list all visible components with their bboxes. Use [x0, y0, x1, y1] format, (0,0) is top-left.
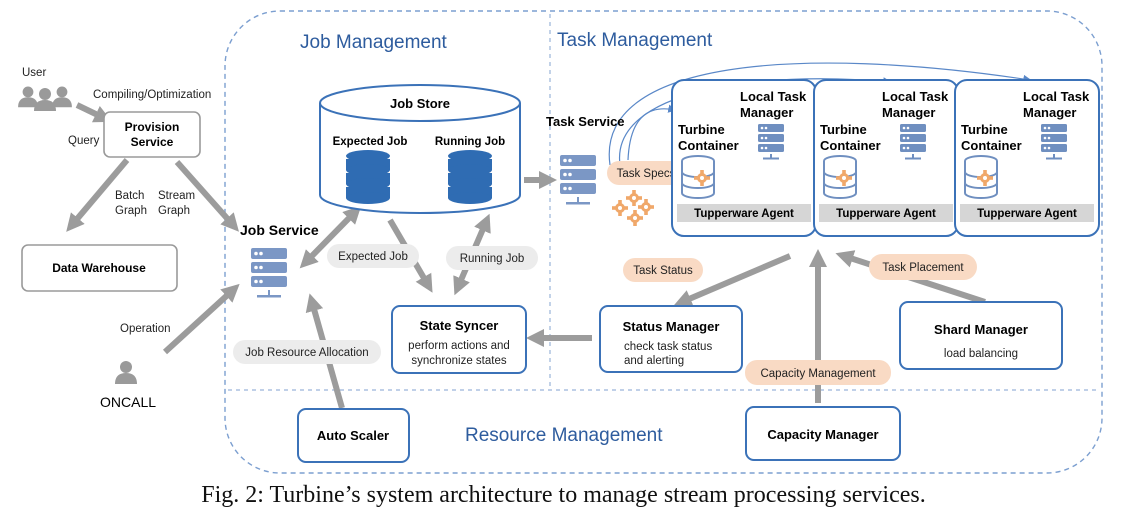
- local-task-manager-label-2: Manager: [740, 105, 793, 120]
- job-resource-allocation-pill-label: Job Resource Allocation: [245, 347, 368, 359]
- arrow-jobservice-jobstore: [299, 205, 362, 269]
- taskspec-arrow-3: [627, 104, 677, 161]
- turbine-container-label-1: Turbine: [961, 122, 1008, 137]
- local-task-manager-label-1: Local Task: [740, 89, 807, 104]
- outer-region: [224, 10, 1103, 474]
- expected-job-db-label: Expected Job: [333, 136, 408, 148]
- tupperware-agent-bar: [819, 204, 953, 222]
- running-job-pill-label: Running Job: [460, 253, 525, 265]
- turbine-container-label-2: Container: [820, 138, 881, 153]
- task-service-server-icon: [560, 155, 596, 205]
- task-specs-pill: [607, 161, 685, 185]
- shard-manager-label: Shard Manager: [934, 322, 1028, 337]
- user-label: User: [22, 67, 46, 79]
- task-specs-pill-label: Task Specs: [617, 168, 676, 180]
- task-service-label: Task Service: [546, 114, 625, 129]
- state-syncer-box: [391, 305, 527, 374]
- state-syncer-sub-1: perform actions and: [408, 340, 510, 352]
- arrow-provision-to-jobservice: [174, 160, 239, 232]
- figure-caption: Fig. 2: Turbine’s system architecture to…: [201, 482, 926, 508]
- turbine-container-label-2: Container: [678, 138, 739, 153]
- task-placement-pill: [869, 254, 977, 280]
- tupperware-agent-label: Tupperware Agent: [694, 208, 794, 220]
- task-placement-pill-label: Task Placement: [882, 262, 964, 274]
- state-syncer-label: State Syncer: [420, 318, 499, 333]
- batch-label-1: Batch: [115, 190, 144, 202]
- running-job-db-label: Running Job: [435, 136, 505, 148]
- shard-manager-sub: load balancing: [944, 348, 1018, 360]
- capacity-manager-label: Capacity Manager: [767, 427, 878, 442]
- arrow-oncall-to-jobservice: [162, 283, 240, 355]
- capacity-management-pill-label: Capacity Management: [760, 368, 876, 380]
- local-task-manager-label-2: Manager: [882, 105, 935, 120]
- expected-job-pill-label: Expected Job: [338, 251, 408, 263]
- provision-service-label-2: Service: [131, 135, 174, 149]
- job-service-server-icon: [251, 248, 287, 298]
- status-manager-sub-2: and alerting: [624, 355, 684, 367]
- auto-scaler-label: Auto Scaler: [317, 428, 389, 443]
- job-resource-allocation-pill: [233, 340, 381, 364]
- host-group: Local TaskManagerTurbineContainerTupperw…: [671, 79, 1100, 237]
- task-status-pill-label: Task Status: [633, 265, 693, 277]
- expected-job-pill: [327, 244, 419, 268]
- data-warehouse-label: Data Warehouse: [52, 261, 146, 275]
- auto-scaler-box: [297, 408, 410, 463]
- local-task-manager-label-1: Local Task: [1023, 89, 1090, 104]
- taskspec-arrow-2: [608, 62, 1032, 166]
- arrow-hosts-to-statusmgr: [673, 253, 792, 307]
- provision-service-label-1: Provision: [125, 120, 180, 134]
- task-service-gears-icon: [612, 190, 654, 226]
- running-job-pill: [446, 246, 538, 270]
- turbine-container-label-2: Container: [961, 138, 1022, 153]
- local-task-manager-label-1: Local Task: [882, 89, 949, 104]
- host-box-2: Local TaskManagerTurbineContainerTupperw…: [813, 79, 959, 237]
- operation-label: Operation: [120, 323, 171, 335]
- state-syncer-sub-2: synchronize states: [411, 355, 506, 367]
- oncall-label: ONCALL: [100, 394, 156, 410]
- tupperware-agent-label: Tupperware Agent: [836, 208, 936, 220]
- job-management-title: Job Management: [300, 32, 448, 53]
- turbine-container-label-1: Turbine: [820, 122, 867, 137]
- status-manager-box: [599, 305, 743, 373]
- arrow-user-to-provision: [75, 102, 113, 123]
- query-label: Query: [68, 135, 100, 147]
- batch-label-2: Graph: [115, 205, 147, 217]
- shard-manager-box: [899, 301, 1063, 370]
- status-manager-label: Status Manager: [623, 319, 720, 334]
- compiling-label: Compiling/Optimization: [93, 89, 211, 101]
- stream-label-1: Stream: [158, 190, 195, 202]
- tupperware-agent-bar: [677, 204, 811, 222]
- status-manager-sub-1: check task status: [624, 341, 712, 353]
- capacity-management-pill: [745, 360, 891, 385]
- task-management-title: Task Management: [557, 30, 713, 51]
- capacity-manager-box: [745, 406, 901, 461]
- expected-job-db-icon: [346, 150, 390, 204]
- local-task-manager-label-2: Manager: [1023, 105, 1076, 120]
- provision-service-box: [103, 111, 201, 158]
- user-icon: [18, 86, 72, 111]
- tupperware-agent-label: Tupperware Agent: [977, 208, 1077, 220]
- host-box-1: Local TaskManagerTurbineContainerTupperw…: [671, 79, 817, 237]
- resource-management-title: Resource Management: [465, 425, 663, 446]
- arrow-provision-to-warehouse: [66, 158, 130, 232]
- turbine-container-label-1: Turbine: [678, 122, 725, 137]
- stream-label-2: Graph: [158, 205, 190, 217]
- oncall-icon: [115, 361, 137, 384]
- running-job-db-icon: [448, 150, 492, 204]
- task-status-pill: [623, 258, 703, 282]
- job-store-label: Job Store: [390, 96, 450, 111]
- tupperware-agent-bar: [960, 204, 1094, 222]
- host-box-3: Local TaskManagerTurbineContainerTupperw…: [954, 79, 1100, 237]
- job-service-label: Job Service: [240, 222, 319, 238]
- data-warehouse-box: [21, 244, 178, 292]
